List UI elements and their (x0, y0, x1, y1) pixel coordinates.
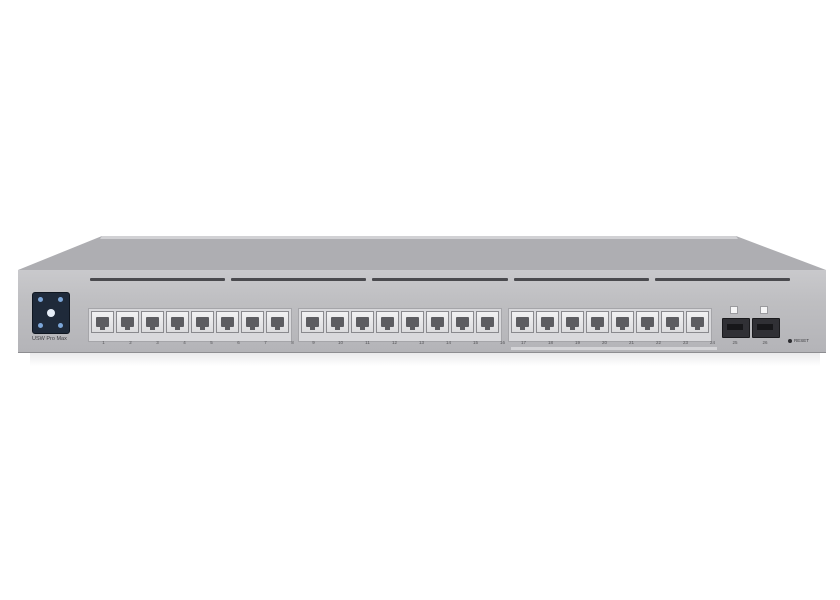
port-label: 16 (499, 340, 505, 345)
rj45-port-icon[interactable] (426, 311, 449, 333)
chassis-top-face (18, 236, 826, 270)
rj45-port-icon[interactable] (536, 311, 559, 333)
port-label: 10 (337, 340, 343, 345)
port-label: 12 (391, 340, 397, 345)
port-label: 13 (418, 340, 424, 345)
status-led-icon (760, 306, 768, 314)
rj45-port-icon[interactable] (116, 311, 139, 333)
vent-icon (90, 278, 226, 281)
port-label: 22 (655, 340, 661, 345)
port-group-underline (511, 347, 717, 350)
rj45-port-icon[interactable] (326, 311, 349, 333)
rj45-port-icon[interactable] (191, 311, 214, 333)
rj45-port-icon[interactable] (561, 311, 584, 333)
top-vents (90, 278, 791, 281)
port-label: 15 (472, 340, 478, 345)
rj45-port-icon[interactable] (661, 311, 684, 333)
port-labels-1: 1 2 3 4 5 6 7 8 (91, 340, 305, 348)
rj45-port-icon[interactable] (166, 311, 189, 333)
sfp-port-label: 25 (732, 340, 738, 345)
rj45-port-icon[interactable] (241, 311, 264, 333)
rj45-port-icon[interactable] (216, 311, 239, 333)
port-label: 4 (183, 340, 186, 345)
port-label: 2 (129, 340, 132, 345)
port-label: 17 (520, 340, 526, 345)
vent-icon (372, 278, 508, 281)
port-group-3 (508, 308, 712, 342)
port-labels-3: 17 18 19 20 21 22 23 24 (511, 340, 725, 348)
port-label: 19 (574, 340, 580, 345)
rj45-port-icon[interactable] (351, 311, 374, 333)
sfp-port-label: 26 (762, 340, 768, 345)
reset-label: RESET (794, 338, 810, 343)
port-label: 23 (682, 340, 688, 345)
port-label: 5 (210, 340, 213, 345)
port-label: 6 (237, 340, 240, 345)
reset-button[interactable] (788, 339, 792, 343)
port-label: 1 (102, 340, 105, 345)
model-label: USW Pro Max (32, 336, 67, 342)
vent-icon (654, 278, 791, 281)
port-label: 21 (628, 340, 634, 345)
port-label: 24 (709, 340, 715, 345)
sfp-port-icon[interactable] (752, 318, 780, 338)
display-dot-icon (58, 323, 63, 328)
port-labels-2: 9 10 11 12 13 14 15 16 (301, 340, 515, 348)
port-label: 3 (156, 340, 159, 345)
vent-icon (231, 278, 367, 281)
rj45-port-icon[interactable] (91, 311, 114, 333)
rj45-port-icon[interactable] (586, 311, 609, 333)
port-label: 14 (445, 340, 451, 345)
port-label: 20 (601, 340, 607, 345)
rj45-port-icon[interactable] (686, 311, 709, 333)
rj45-port-icon[interactable] (266, 311, 289, 333)
port-group-1 (88, 308, 292, 342)
rj45-port-icon[interactable] (451, 311, 474, 333)
floor-reflection (30, 352, 820, 366)
vent-icon (513, 278, 649, 281)
port-group-2 (298, 308, 502, 342)
rj45-port-icon[interactable] (511, 311, 534, 333)
port-label: 11 (365, 340, 370, 345)
rj45-port-icon[interactable] (401, 311, 424, 333)
chassis-top-edge (100, 236, 738, 239)
rj45-port-icon[interactable] (636, 311, 659, 333)
port-label: 9 (312, 340, 315, 345)
rj45-port-icon[interactable] (476, 311, 499, 333)
display-dot-icon (38, 323, 43, 328)
port-label: 7 (264, 340, 267, 345)
display-dot-icon (58, 297, 63, 302)
port-label: 18 (547, 340, 553, 345)
port-label: 8 (291, 340, 294, 345)
rj45-port-icon[interactable] (141, 311, 164, 333)
display-dot-icon (38, 297, 43, 302)
rj45-port-icon[interactable] (611, 311, 634, 333)
sfp-port-icon[interactable] (722, 318, 750, 338)
touch-display-icon[interactable] (32, 292, 70, 334)
rj45-port-icon[interactable] (376, 311, 399, 333)
rj45-port-icon[interactable] (301, 311, 324, 333)
display-center-icon (47, 309, 55, 317)
status-led-icon (730, 306, 738, 314)
